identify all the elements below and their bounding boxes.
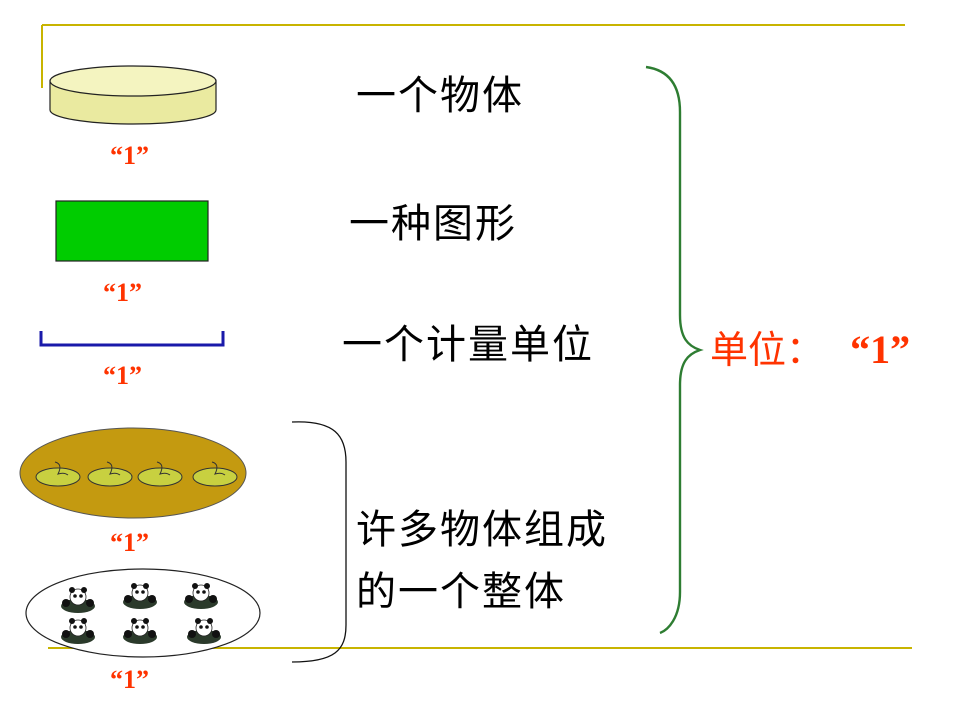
conclusion-unit-one: 单位： “1” — [710, 330, 910, 370]
text-whole-line-2: 的一个整体 — [356, 572, 566, 612]
unit-label-rectangle: “1” — [103, 280, 142, 306]
text-one-measure-unit: 一个计量单位 — [342, 325, 594, 365]
text-whole-line-1: 许多物体组成 — [356, 510, 608, 550]
unit-label-segment: “1” — [103, 363, 142, 389]
unit-label-plate: “1” — [110, 530, 149, 556]
unit-label-cylinder: “1” — [110, 143, 149, 169]
text-one-object: 一个物体 — [356, 76, 524, 116]
conclusion-value: “1” — [850, 327, 910, 372]
conclusion-prefix: 单位： — [710, 328, 824, 372]
unit-label-pandas: “1” — [110, 667, 149, 693]
text-one-shape: 一种图形 — [349, 204, 517, 244]
